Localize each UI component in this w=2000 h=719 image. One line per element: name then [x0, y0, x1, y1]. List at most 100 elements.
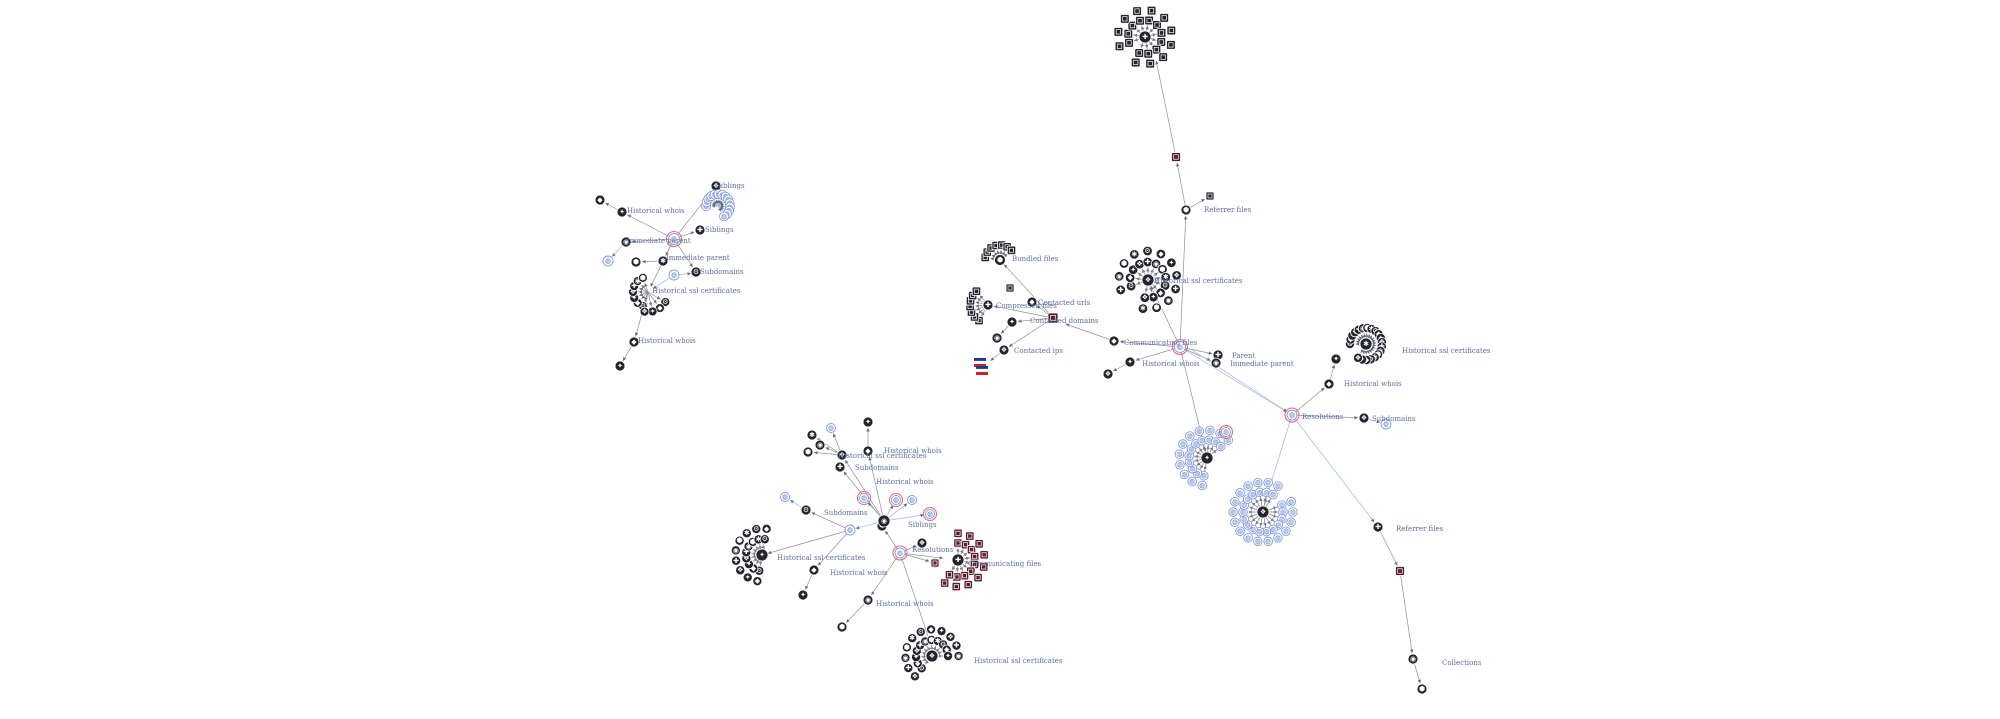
entity-node[interactable]: ✚: [1170, 283, 1181, 295]
entity-node[interactable]: ⚙: [759, 534, 770, 545]
file-node[interactable]: [1135, 15, 1145, 26]
entity-node[interactable]: ❖: [998, 344, 1010, 356]
domain-node[interactable]: ◍: [1223, 435, 1234, 445]
file-node[interactable]: [952, 572, 962, 582]
entity-node[interactable]: ✚: [1138, 30, 1152, 44]
entity-node[interactable]: ✱: [907, 633, 918, 644]
file-node[interactable]: [965, 531, 975, 541]
domain-node[interactable]: ◍: [1179, 469, 1190, 480]
entity-node[interactable]: ✚: [731, 555, 742, 566]
entity-node[interactable]: ◉: [877, 514, 891, 528]
file-node[interactable]: [979, 550, 989, 560]
domain-node[interactable]: ◍: [1187, 476, 1197, 487]
domain-node[interactable]: ◍: [1194, 426, 1205, 436]
file-node[interactable]: [1113, 27, 1124, 37]
domain-node[interactable]: ◍: [892, 545, 908, 561]
domain-node[interactable]: ◍: [1197, 480, 1207, 491]
entity-node[interactable]: ❖: [1139, 292, 1151, 303]
entity-node[interactable]: ⬢: [994, 254, 1006, 266]
file-node[interactable]: [1120, 14, 1130, 24]
domain-node[interactable]: ◍: [1263, 536, 1273, 547]
domain-node[interactable]: ◍: [1263, 477, 1273, 488]
file-node[interactable]: [953, 528, 963, 538]
file-node[interactable]: [1156, 37, 1167, 47]
entity-node[interactable]: ✱: [1359, 337, 1373, 351]
domain-node[interactable]: ◍: [888, 492, 904, 508]
entity-node[interactable]: ✦: [755, 548, 769, 562]
file-node[interactable]: [1156, 28, 1167, 38]
domain-node[interactable]: ◍: [844, 524, 856, 536]
file-node[interactable]: [951, 582, 961, 592]
domain-node[interactable]: ◍: [1288, 507, 1298, 517]
entity-node[interactable]: ❖: [1102, 368, 1114, 380]
entity-node[interactable]: ⬢: [1151, 302, 1162, 313]
entity-node[interactable]: ◉: [1210, 357, 1222, 369]
entity-node[interactable]: ❖: [909, 671, 920, 682]
entity-node[interactable]: ⬢: [637, 273, 648, 283]
file-node[interactable]: [1171, 152, 1181, 162]
file-node[interactable]: [1205, 191, 1215, 201]
entity-node[interactable]: ✦: [647, 306, 658, 317]
entity-node[interactable]: ✚: [1372, 521, 1384, 533]
file-node[interactable]: [1159, 13, 1169, 23]
file-node[interactable]: [1124, 38, 1134, 48]
file-node[interactable]: [974, 539, 984, 549]
domain-node[interactable]: ◍: [1175, 459, 1185, 470]
entity-node[interactable]: ◉: [900, 652, 911, 663]
domain-node[interactable]: ◍: [1230, 517, 1240, 527]
entity-node[interactable]: ✚: [982, 299, 994, 311]
entity-node[interactable]: ◉: [1407, 653, 1419, 665]
file-node[interactable]: [1005, 283, 1015, 293]
entity-node[interactable]: ✚: [834, 461, 846, 473]
domain-node[interactable]: ◍: [1235, 488, 1245, 498]
file-node[interactable]: [930, 558, 940, 568]
entity-node[interactable]: ✦: [943, 651, 954, 662]
file-node[interactable]: [1158, 52, 1168, 62]
entity-node[interactable]: ◉: [730, 545, 741, 556]
domain-node[interactable]: ◍: [1243, 481, 1253, 491]
domain-node[interactable]: ◍: [668, 269, 680, 281]
domain-node[interactable]: ◍: [1185, 431, 1195, 441]
file-node[interactable]: [1132, 6, 1142, 16]
file-node[interactable]: [966, 545, 977, 555]
entity-node[interactable]: ⚙: [915, 626, 926, 637]
entity-node[interactable]: ⚙: [800, 504, 812, 516]
entity-node[interactable]: ✦: [797, 589, 809, 601]
domain-node[interactable]: ◍: [1235, 526, 1245, 536]
domain-node[interactable]: ◍: [907, 495, 917, 505]
domain-node[interactable]: ◍: [1228, 507, 1238, 517]
domain-node[interactable]: ◍: [1205, 425, 1215, 436]
file-node[interactable]: [1006, 245, 1017, 255]
entity-node[interactable]: ◆: [926, 624, 937, 635]
entity-node[interactable]: ◉: [991, 332, 1003, 344]
entity-node[interactable]: ⬢: [734, 535, 745, 546]
entity-node[interactable]: ✱: [1129, 249, 1140, 260]
file-node[interactable]: [973, 572, 983, 583]
domain-node[interactable]: ◍: [1174, 449, 1185, 459]
file-node[interactable]: [1130, 57, 1141, 68]
entity-node[interactable]: ✦: [742, 572, 753, 583]
entity-node[interactable]: ✦: [1124, 356, 1136, 368]
file-node[interactable]: [1123, 28, 1134, 39]
entity-node[interactable]: ✦: [862, 416, 874, 428]
entity-node[interactable]: ✱: [1137, 303, 1149, 314]
domain-node[interactable]: ◍: [1243, 533, 1253, 543]
entity-node[interactable]: ◉: [1163, 295, 1174, 306]
entity-node[interactable]: ✦: [1006, 316, 1018, 328]
entity-node[interactable]: ◆: [808, 564, 820, 576]
entity-node[interactable]: ◉: [1113, 271, 1125, 282]
file-node[interactable]: [944, 570, 955, 580]
file-node[interactable]: [963, 580, 973, 590]
file-node[interactable]: [1166, 25, 1177, 36]
domain-node[interactable]: ◍: [1178, 439, 1188, 449]
entity-node[interactable]: ✱: [806, 429, 818, 441]
domain-node[interactable]: ◍: [719, 211, 729, 222]
domain-node[interactable]: ◍: [1253, 477, 1263, 488]
domain-node[interactable]: ◍: [1286, 497, 1296, 507]
entity-node[interactable]: ❖: [1353, 352, 1364, 363]
file-node[interactable]: [1143, 48, 1154, 59]
file-node[interactable]: [1166, 40, 1176, 50]
entity-node[interactable]: ❖: [1141, 273, 1155, 287]
entity-node[interactable]: ❖: [1358, 412, 1370, 424]
